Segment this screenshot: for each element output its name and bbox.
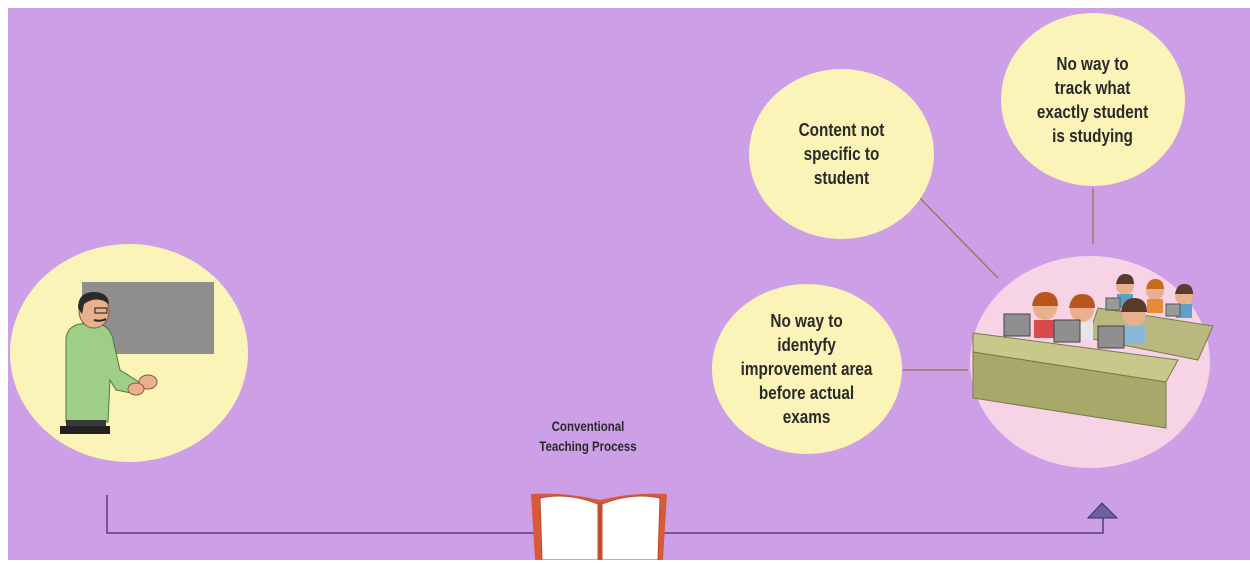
bubble-content-not-specific-text: Content not specific to student — [798, 120, 885, 188]
students-classroom-icon — [972, 274, 1214, 429]
diagram-canvas: Conventional Teaching Process Content no… — [8, 8, 1250, 560]
bubble-improvement-area-text: No way to identyfy improvement area befo… — [741, 311, 873, 427]
bubble-content-not-specific: Content not specific to student — [749, 69, 934, 239]
bubble-no-way-to-track: No way to track what exactly student is … — [1001, 13, 1185, 186]
connector-content — [912, 190, 999, 279]
bubble-no-way-to-track-text: No way to track what exactly student is … — [1037, 53, 1149, 146]
bubble-improvement-area: No way to identyfy improvement area befo… — [712, 284, 902, 454]
arrow-up-icon — [1086, 502, 1119, 519]
process-caption: Conventional Teaching Process — [539, 418, 637, 454]
teacher-icon — [60, 282, 214, 434]
book-icon — [531, 493, 667, 560]
diagram-graphics — [10, 188, 1214, 560]
